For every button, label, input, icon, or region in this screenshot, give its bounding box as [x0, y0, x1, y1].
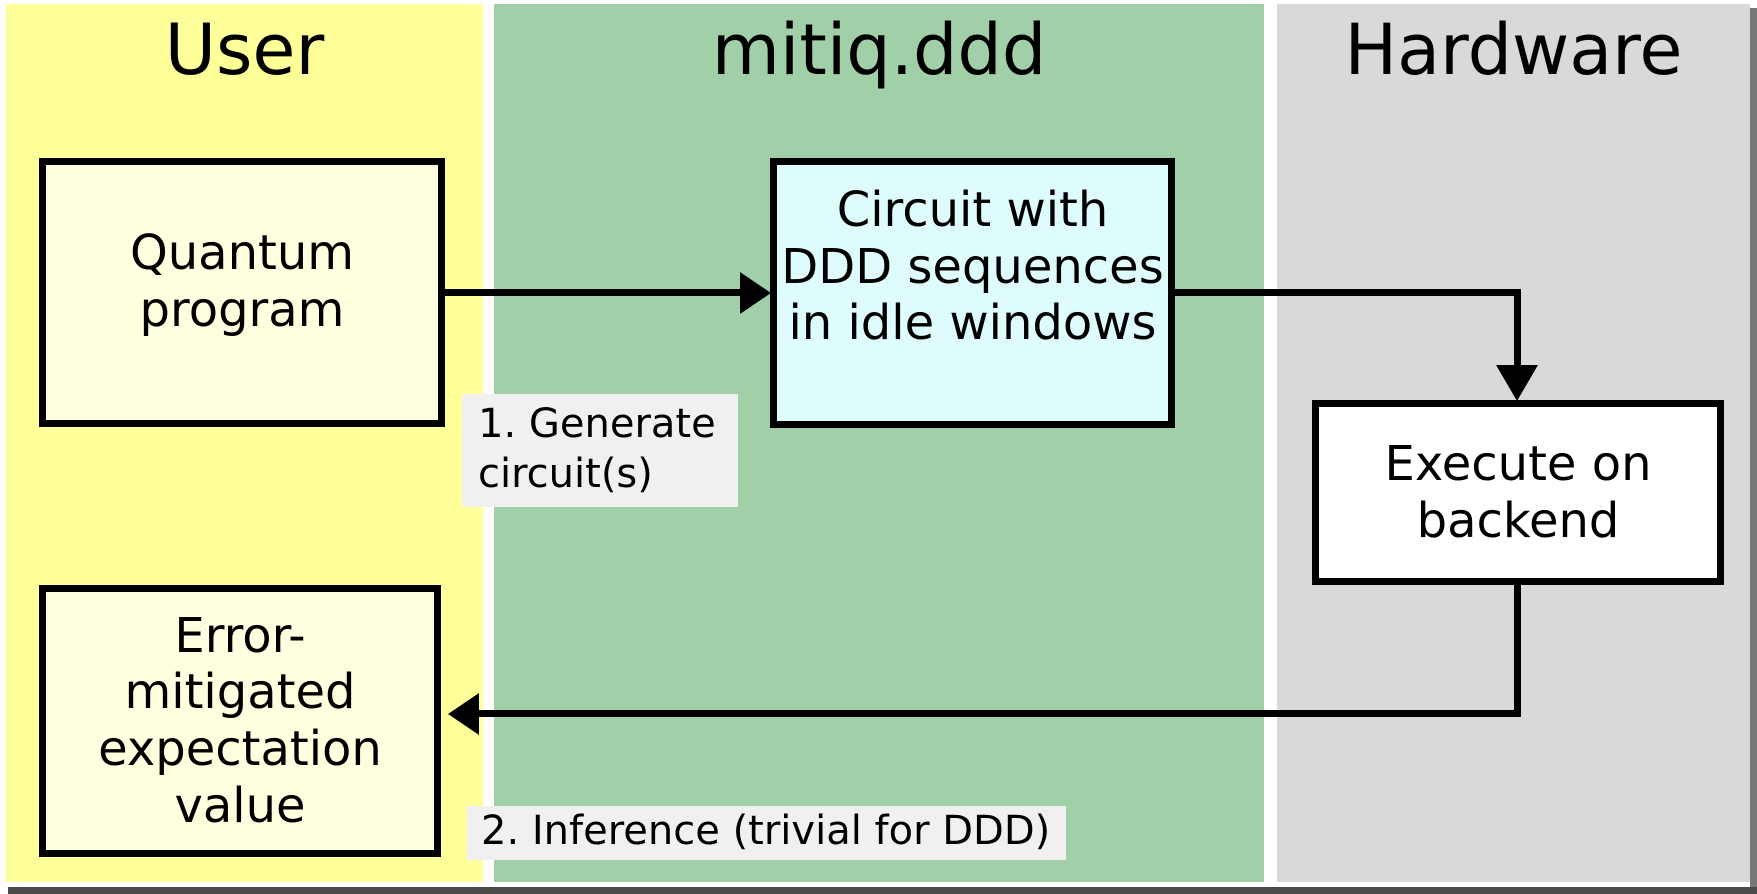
node-circuit-ddd-sequences: Circuit with DDD sequences in idle windo… — [770, 158, 1175, 428]
lane-title-hardware: Hardware — [1344, 9, 1683, 91]
step-label-inference: 2. Inference (trivial for DDD) — [467, 806, 1067, 860]
step-label-generate-circuits: 1. Generate circuit(s) — [462, 394, 738, 507]
arrow-down-icon — [1496, 365, 1538, 401]
lane-title-mitiq: mitiq.ddd — [711, 9, 1047, 91]
arrow-right-icon — [740, 272, 771, 314]
arrow-to-hardware-hline — [1175, 289, 1521, 296]
node-execute-on-backend: Execute on backend — [1312, 400, 1724, 585]
arrow-to-hardware-vline — [1514, 289, 1521, 367]
arrow-left-icon — [448, 693, 479, 735]
arrow-generate-line — [445, 289, 742, 296]
arrow-return-hline — [476, 710, 1521, 717]
arrow-return-vline — [1514, 585, 1521, 717]
node-error-mitigated-value: Error- mitigated expectation value — [39, 585, 441, 857]
node-quantum-program: Quantum program — [39, 158, 445, 427]
frame-shadow-right — [1750, 8, 1757, 894]
lane-title-user: User — [164, 9, 325, 91]
frame-shadow-bottom — [8, 887, 1757, 894]
